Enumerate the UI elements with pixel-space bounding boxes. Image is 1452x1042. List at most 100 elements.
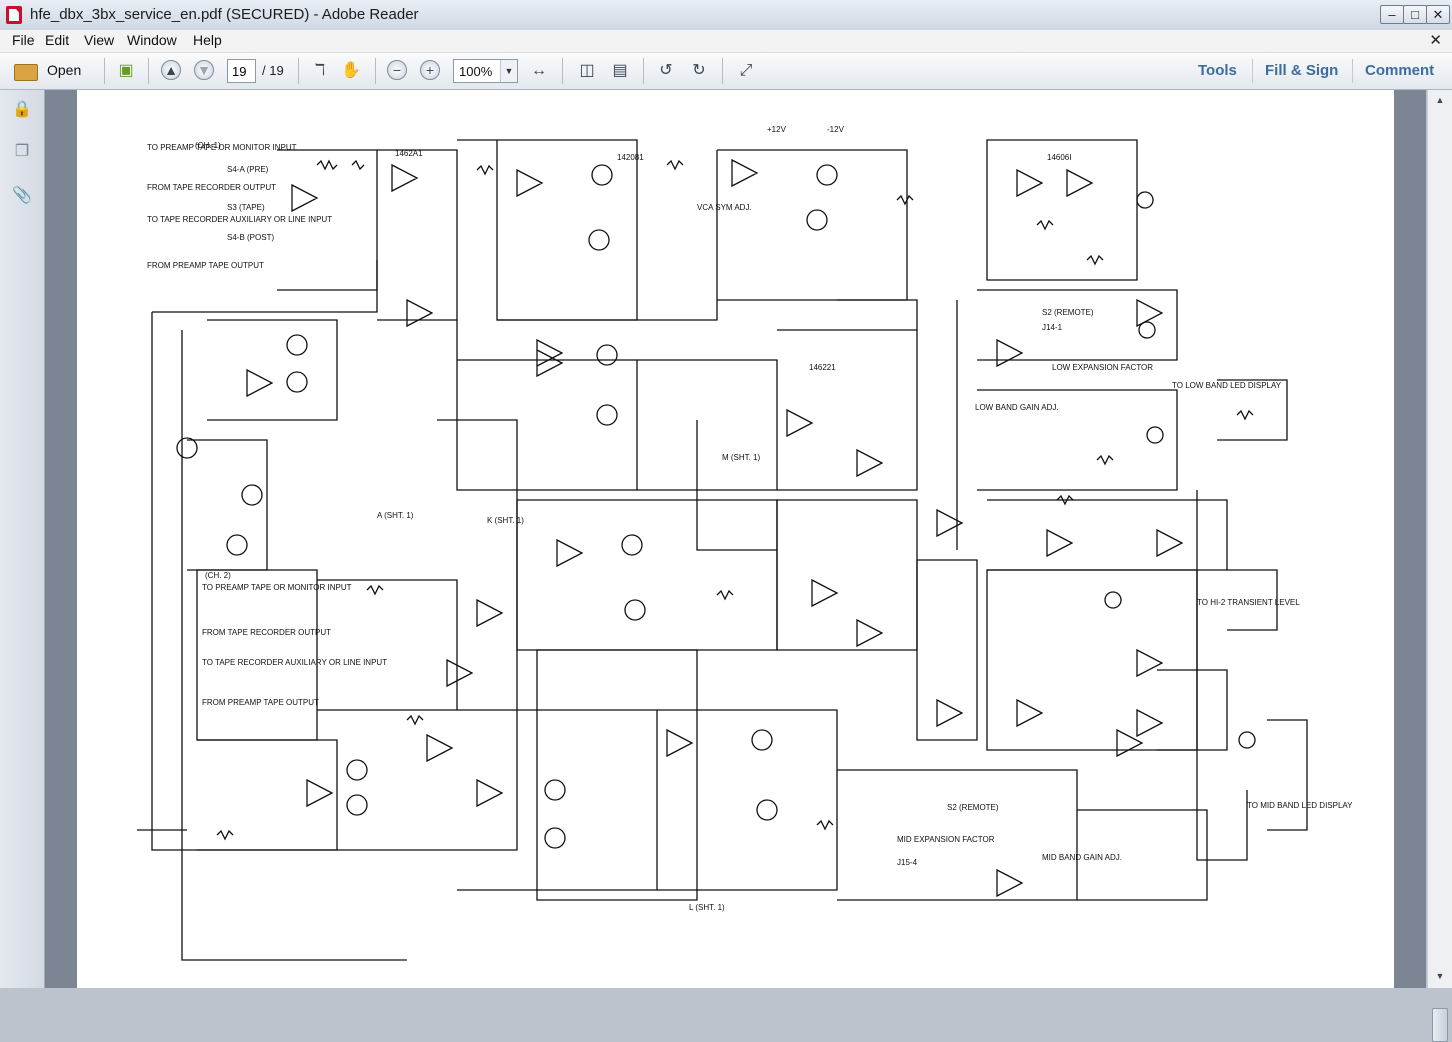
rotate-clockwise-button[interactable]: ↻: [686, 58, 712, 84]
organizer-icon: ▣: [118, 62, 134, 79]
label-low-gain: LOW BAND GAIN ADJ.: [975, 403, 1059, 412]
adobe-reader-app-icon: [6, 6, 22, 24]
schematic-diagram: TO PREAMP TAPE OR MONITOR INPUT (CH. 1) …: [137, 125, 1353, 961]
label-ic2: 142081: [617, 153, 644, 162]
minus-icon: −: [387, 60, 407, 80]
label-pos12: +12V: [767, 125, 787, 134]
toolbar-divider: [148, 58, 149, 84]
label-j14: J14-1: [1042, 323, 1063, 332]
label-ch2: (CH. 2): [205, 571, 231, 580]
organizer-button[interactable]: ▣: [113, 58, 139, 84]
label-remote1: S2 (REMOTE): [1042, 308, 1094, 317]
label-ic3: 146221: [809, 363, 836, 372]
label-sht1-a: A (SHT. 1): [377, 511, 414, 520]
zoom-in-button[interactable]: +: [418, 58, 444, 84]
label-in4-ch2: FROM PREAMP TAPE OUTPUT: [202, 698, 319, 707]
menu-edit[interactable]: Edit: [45, 32, 70, 48]
close-document-icon[interactable]: ✕: [1429, 32, 1442, 49]
menu-window[interactable]: Window: [127, 32, 177, 48]
expand-icon: ⤢: [739, 62, 753, 79]
zoom-value: 100%: [459, 64, 493, 79]
label-sw-post: S4-B (POST): [227, 233, 274, 242]
maximize-icon: □: [1411, 7, 1419, 22]
arrow-down-icon: ▼: [194, 60, 214, 80]
lock-icon[interactable]: 🔒: [12, 101, 32, 118]
rotate-right-icon: ↻: [692, 62, 706, 79]
label-in1-ch2: TO PREAMP TAPE OR MONITOR INPUT: [202, 583, 352, 592]
hand-icon: ✋: [341, 62, 361, 79]
close-button[interactable]: ✕: [1426, 5, 1450, 24]
label-sht1-m: M (SHT. 1): [722, 453, 761, 462]
fit-width-icon: ↔: [531, 62, 547, 79]
select-tool-button[interactable]: ℸ: [307, 58, 333, 84]
label-in4: FROM PREAMP TAPE OUTPUT: [147, 261, 264, 270]
label-sht1-k: K (SHT. 1): [487, 516, 524, 525]
paperclip-icon[interactable]: 📎: [12, 187, 32, 204]
open-button[interactable]: Open: [10, 58, 100, 84]
toolbar-divider: [104, 58, 105, 84]
label-sw-pre: S4-A (PRE): [227, 165, 269, 174]
label-low-expansion: LOW EXPANSION FACTOR: [1052, 363, 1153, 372]
fit-page-button[interactable]: ◫: [574, 58, 600, 84]
fit-width-button[interactable]: ↔: [526, 58, 552, 84]
previous-page-button[interactable]: ▲: [159, 58, 185, 84]
navigation-pane: 🔒 ❐ 📎: [0, 90, 45, 988]
arrow-up-icon: ▲: [161, 60, 181, 80]
zoom-select[interactable]: 100% ▼: [453, 59, 518, 83]
label-neg12: -12V: [827, 125, 845, 134]
zoom-out-button[interactable]: −: [385, 58, 411, 84]
rotate-counterclockwise-button[interactable]: ↺: [653, 58, 679, 84]
label-in1: TO PREAMP TAPE OR MONITOR INPUT: [147, 143, 297, 152]
comment-pane-button[interactable]: Comment: [1365, 62, 1435, 79]
open-label: Open: [47, 62, 82, 78]
text-cursor-icon: ℸ: [314, 62, 326, 79]
label-hi-trans: TO HI-2 TRANSIENT LEVEL: [1197, 598, 1300, 607]
pdf-page[interactable]: TO PREAMP TAPE OR MONITOR INPUT (CH. 1) …: [77, 90, 1394, 988]
label-ic4: 14606I: [1047, 153, 1071, 162]
next-page-button[interactable]: ▼: [192, 58, 218, 84]
page-thumbnails-icon[interactable]: ❐: [14, 143, 30, 160]
label-in3-ch2: TO TAPE RECORDER AUXILIARY OR LINE INPUT: [202, 658, 387, 667]
page-count: / 19: [262, 63, 284, 78]
toolbar: Open ▣ ▲ ▼ / 19 ℸ ✋ − + 100% ▼ ↔ ◫ ▤ ↺ ↻: [0, 53, 1452, 90]
full-screen-button[interactable]: ⤢: [733, 58, 759, 84]
rotate-left-icon: ↺: [659, 62, 673, 79]
folder-icon: [14, 64, 38, 81]
toolbar-divider: [643, 58, 644, 84]
document-icon: ▤: [612, 62, 628, 79]
menu-bar: File Edit View Window Help ✕: [0, 30, 1452, 53]
label-in2: FROM TAPE RECORDER OUTPUT: [147, 183, 276, 192]
label-vca: VCA SYM ADJ.: [697, 203, 752, 212]
title-bar: hfe_dbx_3bx_service_en.pdf (SECURED) - A…: [0, 0, 1452, 31]
label-mid-expansion: MID EXPANSION FACTOR: [897, 835, 995, 844]
window-title: hfe_dbx_3bx_service_en.pdf (SECURED) - A…: [30, 6, 419, 23]
menu-file[interactable]: File: [12, 32, 35, 48]
maximize-button[interactable]: □: [1403, 5, 1427, 24]
label-mid-band: TO MID BAND LED DISPLAY: [1247, 801, 1353, 810]
toolbar-divider: [1252, 59, 1253, 83]
page-number-input[interactable]: [227, 59, 256, 83]
label-mid-gain: MID BAND GAIN ADJ.: [1042, 853, 1122, 862]
scroll-up-icon[interactable]: ▲: [1435, 95, 1445, 105]
vertical-scrollbar[interactable]: ▲ ▼: [1427, 90, 1452, 1042]
toolbar-divider: [1352, 59, 1353, 83]
label-in2-ch2: FROM TAPE RECORDER OUTPUT: [202, 628, 331, 637]
scroll-down-icon[interactable]: ▼: [1435, 971, 1445, 981]
toolbar-divider: [298, 58, 299, 84]
fill-sign-pane-button[interactable]: Fill & Sign: [1265, 62, 1339, 79]
toolbar-divider: [562, 58, 563, 84]
chevron-down-icon: ▼: [500, 60, 517, 82]
menu-help[interactable]: Help: [193, 32, 222, 48]
toolbar-divider: [375, 58, 376, 84]
label-ch1: (CH. 1): [195, 141, 221, 150]
minimize-button[interactable]: –: [1380, 5, 1404, 24]
scrolling-mode-button[interactable]: ▤: [607, 58, 633, 84]
hand-tool-button[interactable]: ✋: [338, 58, 364, 84]
label-sw-tape: S3 (TAPE): [227, 203, 265, 212]
minimize-icon: –: [1388, 7, 1396, 22]
toolbar-divider: [722, 58, 723, 84]
menu-view[interactable]: View: [84, 32, 115, 48]
label-ic1: 1462A1: [395, 149, 423, 158]
tools-pane-button[interactable]: Tools: [1198, 62, 1237, 79]
scroll-thumb[interactable]: [1432, 1008, 1448, 1042]
